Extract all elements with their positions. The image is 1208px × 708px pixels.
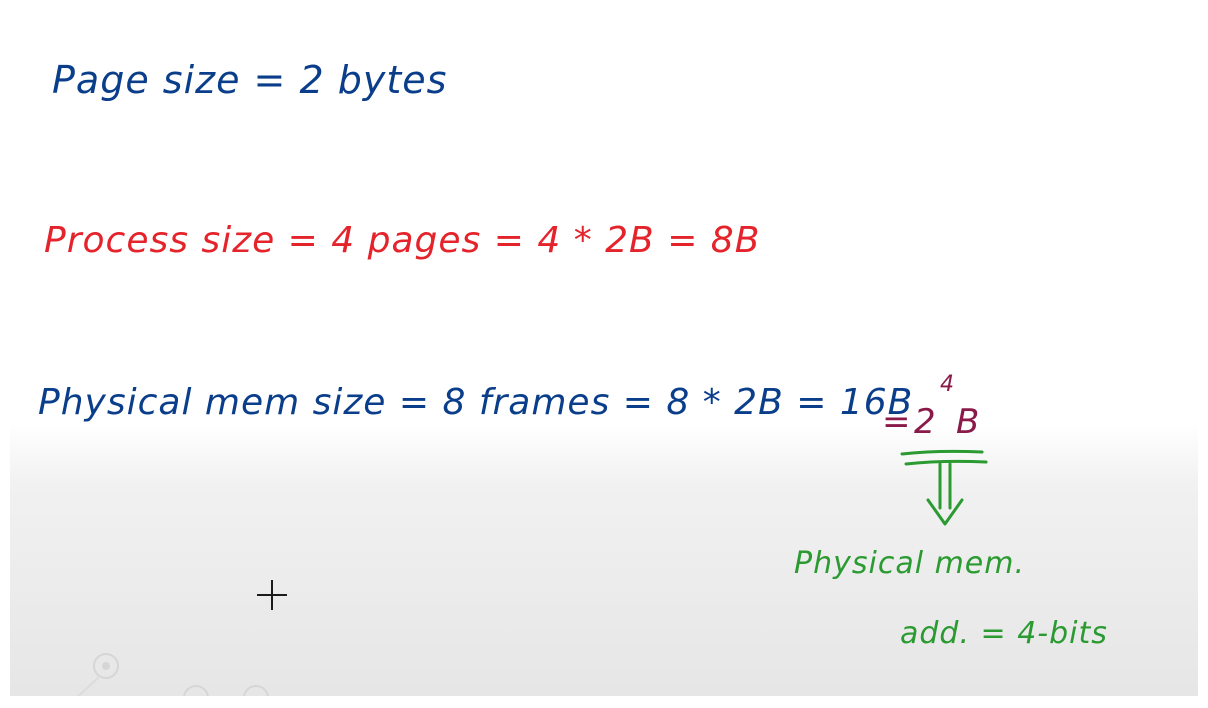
faded-pen-tools-icon [77, 653, 269, 696]
physical-mem-size-line: Physical mem size = 8 frames = 8 * 2B = … [38, 382, 914, 423]
exponent-unit: B [956, 402, 981, 442]
exponent-base: 2 [914, 402, 937, 442]
physical-mem-note: Physical mem. [794, 546, 1026, 581]
process-size-line: Process size = 4 pages = 4 * 2B = 8B [44, 220, 761, 261]
address-bits-note: add. = 4-bits [900, 616, 1108, 651]
crosshair-plus-icon [255, 578, 289, 612]
whiteboard: Page size = 2 bytes Process size = 4 pag… [10, 14, 1198, 696]
page-size-line: Page size = 2 bytes [52, 58, 448, 102]
equals-sign: = [882, 402, 912, 442]
exponent-value: 4 [940, 372, 955, 397]
implies-arrow-icon [900, 449, 988, 526]
